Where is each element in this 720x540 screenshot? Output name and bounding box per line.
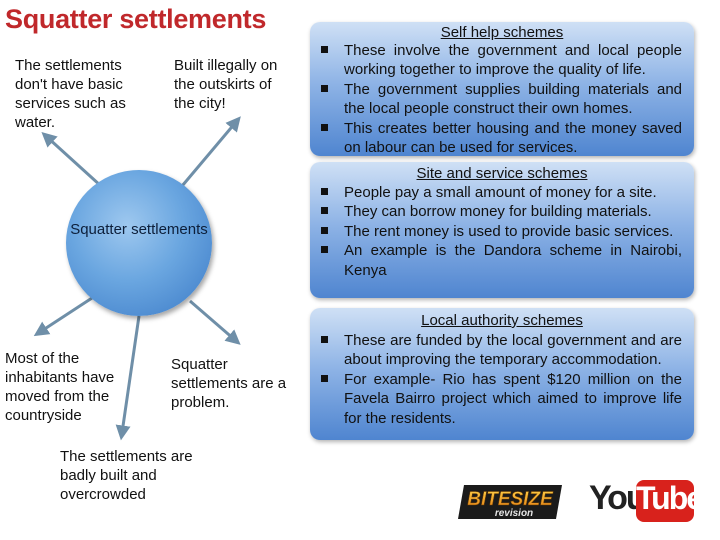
note-built-illegally: Built illegally on the outskirts of the … bbox=[174, 57, 278, 112]
panel-self-help-schemes: Self help schemes These involve the gove… bbox=[310, 22, 694, 156]
central-topic-label: Squatter settlements bbox=[70, 221, 208, 238]
arrow-to-badly-built bbox=[115, 315, 141, 441]
bitesize-logo-subtitle: revision bbox=[495, 508, 533, 519]
panel-heading: Site and service schemes bbox=[416, 165, 588, 182]
list-item: The government supplies building materia… bbox=[318, 80, 682, 119]
note-basic-services: The settlements don't have basic service… bbox=[15, 57, 126, 131]
bitesize-logo-title: BITESIZE bbox=[467, 489, 554, 510]
list-item: For example- Rio has spent $120 million … bbox=[318, 370, 682, 428]
bullet-square-icon bbox=[321, 226, 328, 234]
panel-heading: Self help schemes bbox=[440, 24, 564, 41]
list-item: These are funded by the local government… bbox=[318, 331, 682, 370]
central-topic-circle: Squatter settlements bbox=[66, 170, 212, 316]
bullet-square-icon bbox=[321, 336, 328, 343]
bullet-square-icon bbox=[321, 123, 328, 131]
note-problem: Squatter settlements are a problem. bbox=[171, 356, 287, 411]
bitesize-logo[interactable]: BITESIZE revision bbox=[456, 483, 564, 521]
bullet-square-icon bbox=[321, 246, 328, 254]
list-item: The rent money is used to provide basic … bbox=[318, 222, 682, 241]
bullet-square-icon bbox=[321, 46, 328, 53]
youtube-logo-tube: Tube bbox=[636, 480, 704, 516]
youtube-logo[interactable]: You Tube bbox=[586, 477, 704, 525]
youtube-logo-red-box: Tube bbox=[636, 480, 704, 522]
bullet-list: People pay a small amount of money for a… bbox=[318, 183, 682, 280]
note-badly-built: The settlements are badly built and over… bbox=[60, 448, 193, 503]
arrow-to-built-illegally bbox=[175, 116, 241, 193]
list-item: An example is the Dandora scheme in Nair… bbox=[318, 241, 682, 280]
panel-site-and-service-schemes: Site and service schemes People pay a sm… bbox=[310, 162, 694, 298]
bullet-square-icon bbox=[321, 84, 328, 92]
bullet-list: These are funded by the local government… bbox=[318, 331, 682, 428]
panel-heading: Local authority schemes bbox=[421, 312, 583, 329]
slide-title: Squatter settlements bbox=[5, 4, 267, 34]
list-item: This creates better housing and the mone… bbox=[318, 119, 682, 158]
bullet-square-icon bbox=[321, 188, 328, 195]
bullet-square-icon bbox=[321, 374, 328, 382]
note-inhabitants: Most of the inhabitants have moved from … bbox=[5, 350, 115, 424]
list-item: People pay a small amount of money for a… bbox=[318, 183, 682, 202]
list-item: They can borrow money for building mater… bbox=[318, 202, 682, 221]
arrow-to-inhabitants bbox=[33, 296, 93, 337]
list-item: These involve the government and local p… bbox=[318, 41, 682, 80]
panel-local-authority-schemes: Local authority schemes These are funded… bbox=[310, 308, 694, 440]
bullet-square-icon bbox=[321, 207, 328, 215]
bullet-list: These involve the government and local p… bbox=[318, 41, 682, 157]
arrow-to-problem bbox=[189, 299, 241, 345]
